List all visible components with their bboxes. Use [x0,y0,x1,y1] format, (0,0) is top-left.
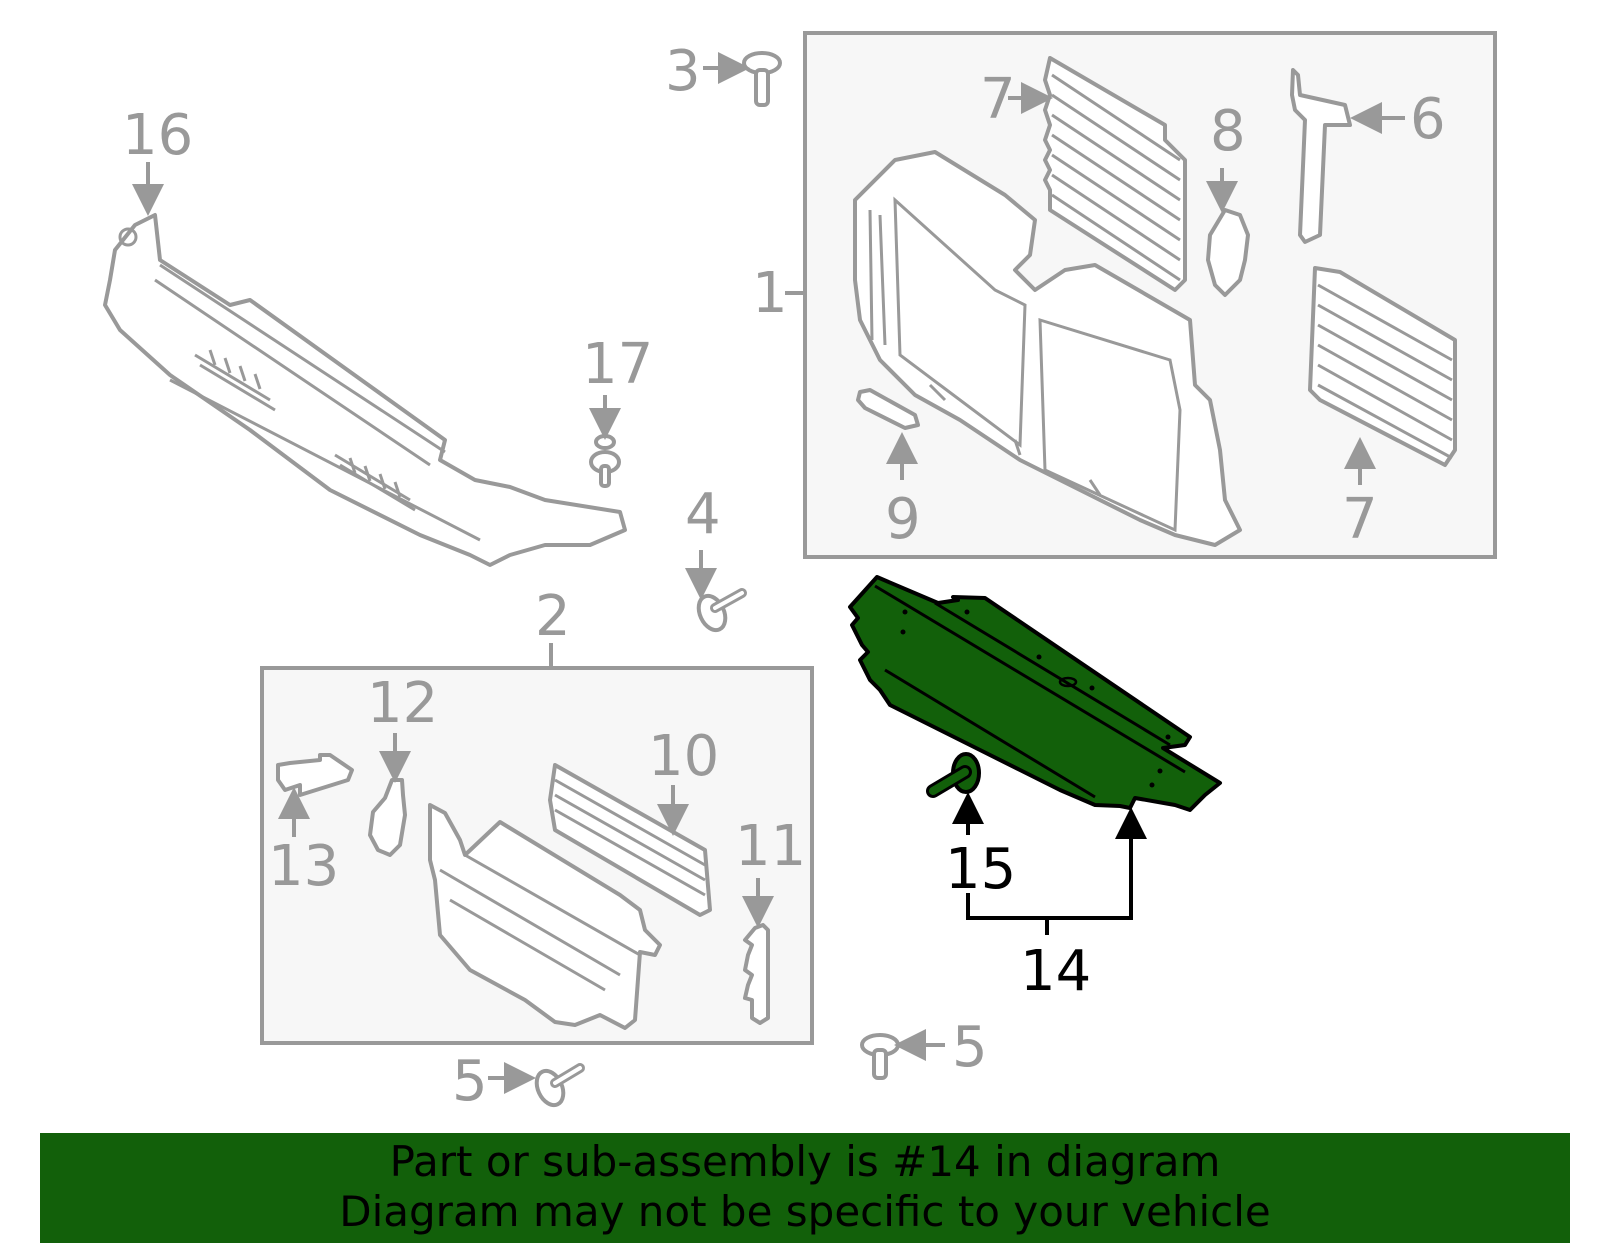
bolt-5-lower-drawing [534,1063,585,1108]
seal-strip-drawing [743,923,770,1025]
banner-line-disclaimer: Diagram may not be specific to your vehi… [339,1187,1271,1236]
callout-15[interactable]: 15 [945,837,1016,902]
callout-4[interactable]: 4 [685,482,721,547]
callout-14[interactable]: 14 [1020,939,1091,1004]
callout-3[interactable]: 3 [665,39,701,104]
callout-12[interactable]: 12 [367,671,438,736]
clip-drawing [856,388,920,430]
banner-line-part-number: Part or sub-assembly is #14 in diagram [389,1137,1221,1186]
callout-1[interactable]: 1 [752,261,788,326]
bolt-3-drawing [742,51,782,107]
callout-2[interactable]: 2 [535,584,571,649]
bolt-4-drawing [696,588,747,633]
shutter-frame-drawing [853,150,1242,547]
seal-drawing [1206,208,1250,297]
bolt-5-right-drawing [860,1033,900,1080]
callout-5-right[interactable]: 5 [952,1015,988,1080]
callout-11[interactable]: 11 [735,814,806,879]
bracket-6-drawing [1290,68,1352,244]
notice-banner: Part or sub-assembly is #14 in diagram D… [40,1133,1570,1243]
callout-10[interactable]: 10 [648,724,719,789]
tie-bar-cover-drawing [103,213,627,567]
callout-13[interactable]: 13 [268,834,339,899]
actuator-drawing [368,778,407,857]
callout-6[interactable]: 6 [1410,87,1446,152]
callout-7-upper[interactable]: 7 [980,67,1016,132]
push-pin-15-highlighted[interactable] [926,752,981,798]
callout-7-lower[interactable]: 7 [1342,487,1378,552]
callout-17[interactable]: 17 [582,332,653,397]
callout-9[interactable]: 9 [885,487,921,552]
callout-5-lower[interactable]: 5 [452,1049,488,1114]
air-deflector-highlighted[interactable] [848,575,1222,812]
push-pin-17-drawing [589,434,621,488]
louver-panel-10-drawing [548,763,712,917]
lower-duct-drawing [428,803,662,1030]
louver-panel-lower [1308,266,1457,467]
callout-16[interactable]: 16 [122,103,193,168]
callout-8[interactable]: 8 [1210,99,1246,164]
